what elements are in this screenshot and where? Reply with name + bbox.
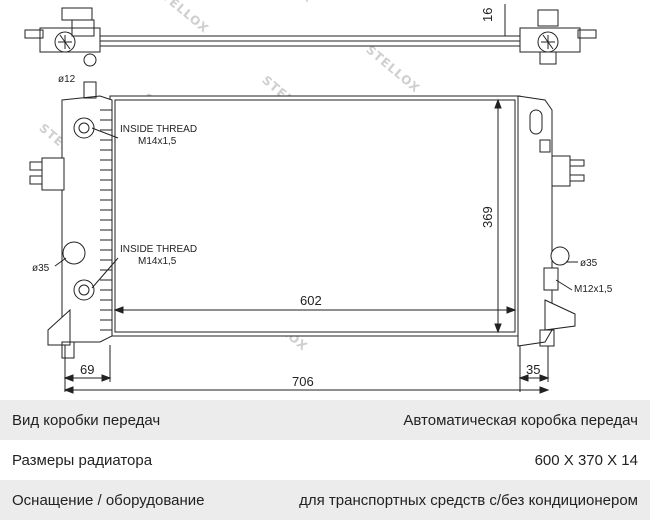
thread-top-label-line2: M14x1,5 [138,136,177,147]
front-view [29,81,585,394]
watermark-text: STELLOX [152,0,211,36]
spec-row: Размеры радиатора 600 X 370 X 14 [0,440,650,480]
core-height-dimension: 369 [480,206,495,228]
spec-label: Вид коробки передач [12,411,161,429]
thread-top-label-line1: INSIDE THREAD [120,124,197,135]
pipe-left-label: ø35 [32,263,50,274]
thread-bottom-label-line2: M14x1,5 [138,256,177,267]
right-offset-dimension: 35 [526,362,540,377]
core-width-dimension: 602 [300,293,322,308]
watermark-text: STELLOX [363,43,422,96]
spec-row: Оснащение / оборудование для транспортны… [0,480,650,520]
overall-width-dimension: 706 [292,374,314,389]
left-tank-ribs [100,109,112,331]
spec-value: для транспортных средств с/без кондицион… [299,491,638,509]
bolt-label: M12x1,5 [574,284,613,295]
spec-table: Вид коробки передач Автоматическая короб… [0,400,650,520]
spec-label: Оснащение / оборудование [12,491,205,509]
thickness-dimension: 16 [480,8,495,22]
spec-value: 600 X 370 X 14 [534,451,638,469]
top-view [24,4,597,67]
left-offset-dimension: 69 [80,362,94,377]
pipe-right-label: ø35 [580,258,598,269]
spec-label: Размеры радиатора [12,451,153,469]
spec-value: Автоматическая коробка передач [403,411,638,429]
pipe-small-label: ø12 [58,74,76,85]
spec-row: Вид коробки передач Автоматическая короб… [0,400,650,440]
watermark-text: STELLOX [256,0,315,6]
thread-bottom-label-line1: INSIDE THREAD [120,244,197,255]
radiator-drawing: STELLOX STELLOX STELLOX STELLOX STELLOX … [24,0,613,394]
